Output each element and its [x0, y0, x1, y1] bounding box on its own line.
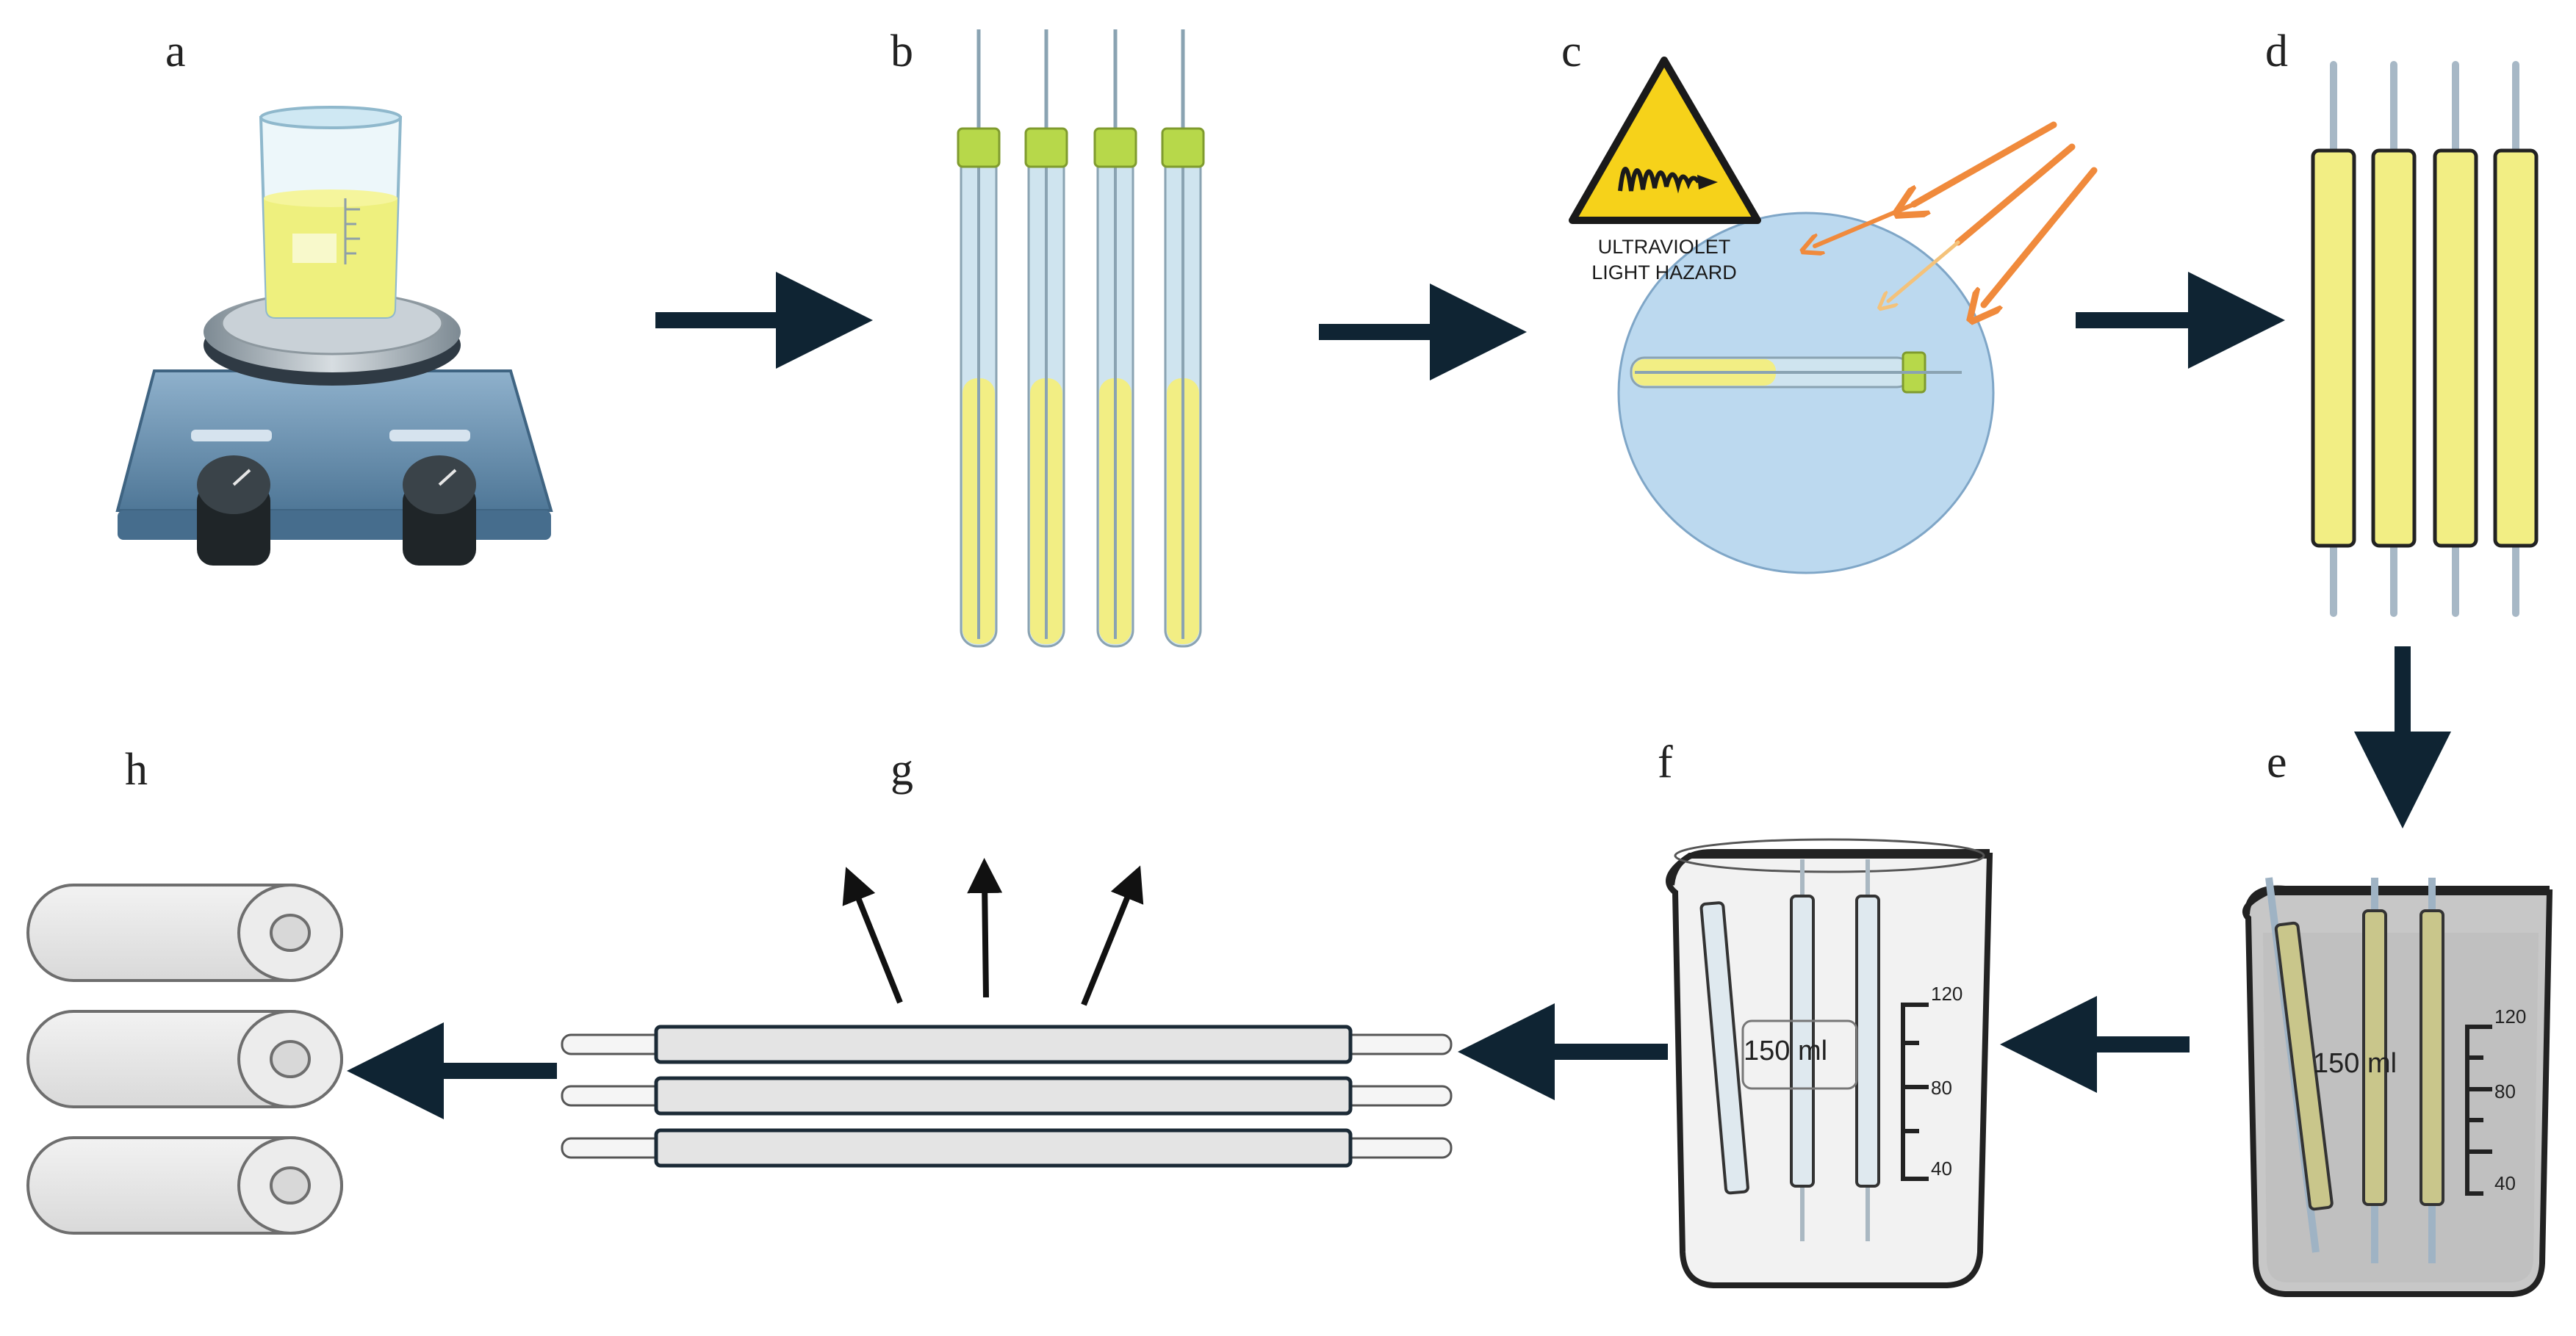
panel-label-f: f: [1658, 737, 1673, 787]
fiber-rolls-group: [26, 884, 343, 1235]
beaker-e-scale-80: 80: [2494, 1080, 2516, 1102]
beaker-e-volume: 150 ml: [2313, 1048, 2397, 1079]
beaker-e-scale-40: 40: [2494, 1172, 2516, 1194]
gel-rod-icon: [2493, 61, 2539, 617]
rinse-rod: [1790, 859, 1815, 1241]
panel-label-e: e: [2267, 737, 2287, 787]
test-tube-icon: [1024, 29, 1068, 648]
uv-exposure-panel: ULTRAVIOLET LIGHT HAZARD: [1569, 57, 2098, 574]
beaker-f-scale-120: 120: [1931, 983, 1962, 1005]
gel-rod: [2362, 878, 2387, 1263]
beaker-f-volume: 150 ml: [1744, 1036, 1827, 1066]
test-tube-horizontal-icon: [1630, 351, 1962, 394]
panel-label-h: h: [125, 745, 148, 795]
uv-hazard-sign-icon: ULTRAVIOLET LIGHT HAZARD: [1569, 57, 1761, 284]
gel-rod-icon: [2371, 61, 2417, 617]
uv-chamber-circle: [1617, 212, 1995, 574]
beaker-e-scale: [2465, 1025, 2492, 1196]
drying-fibers-group: [561, 1025, 1453, 1168]
panel-label-b: b: [891, 26, 913, 76]
drying-fiber-icon: [561, 1025, 1453, 1064]
test-tubes-filled-group: [957, 29, 1205, 648]
knob-right-icon: [403, 455, 476, 566]
hot-plate-stirrer-icon: [115, 106, 553, 566]
gel-rod-slanted: [2265, 877, 2334, 1253]
gel-rod-icon: [2433, 61, 2478, 617]
beaker-e-scale-120: 120: [2494, 1005, 2526, 1028]
beaker-rinsing-icon: 150 ml 120 80 40: [1666, 838, 1993, 1288]
beaker-f-scale-80: 80: [1931, 1077, 1952, 1099]
test-tube-icon: [1093, 29, 1137, 648]
fiber-roll-icon: [26, 1010, 343, 1108]
flow-arrows: [347, 272, 2451, 1119]
uv-sign-line1: ULTRAVIOLET: [1598, 236, 1731, 258]
panel-label-a: a: [165, 26, 186, 76]
test-tube-icon: [957, 29, 1001, 648]
panel-label-g: g: [891, 745, 913, 795]
gel-rods-group: [2311, 61, 2539, 617]
gel-rod: [2420, 878, 2444, 1263]
panel-label-d: d: [2265, 26, 2288, 76]
drying-fiber-icon: [561, 1128, 1453, 1168]
evaporation-arrows: [842, 858, 1144, 1006]
rinse-rod: [1855, 859, 1880, 1241]
gel-rod-icon: [2311, 61, 2356, 617]
panel-label-c: c: [1561, 26, 1582, 76]
beaker-soaking-icon: 150 ml 120 80 40: [2242, 877, 2553, 1297]
beaker-icon: [259, 106, 403, 319]
knob-left-icon: [197, 455, 270, 566]
rinse-rod-slanted: [1699, 901, 1749, 1195]
beaker-f-scale: [1901, 1003, 1929, 1181]
uv-rays: [1815, 121, 2098, 305]
beaker-f-scale-40: 40: [1931, 1158, 1952, 1180]
fiber-roll-icon: [26, 884, 343, 982]
drying-fiber-icon: [561, 1076, 1453, 1116]
fiber-roll-icon: [26, 1136, 343, 1235]
test-tube-icon: [1161, 29, 1205, 648]
uv-sign-line2: LIGHT HAZARD: [1591, 261, 1737, 284]
